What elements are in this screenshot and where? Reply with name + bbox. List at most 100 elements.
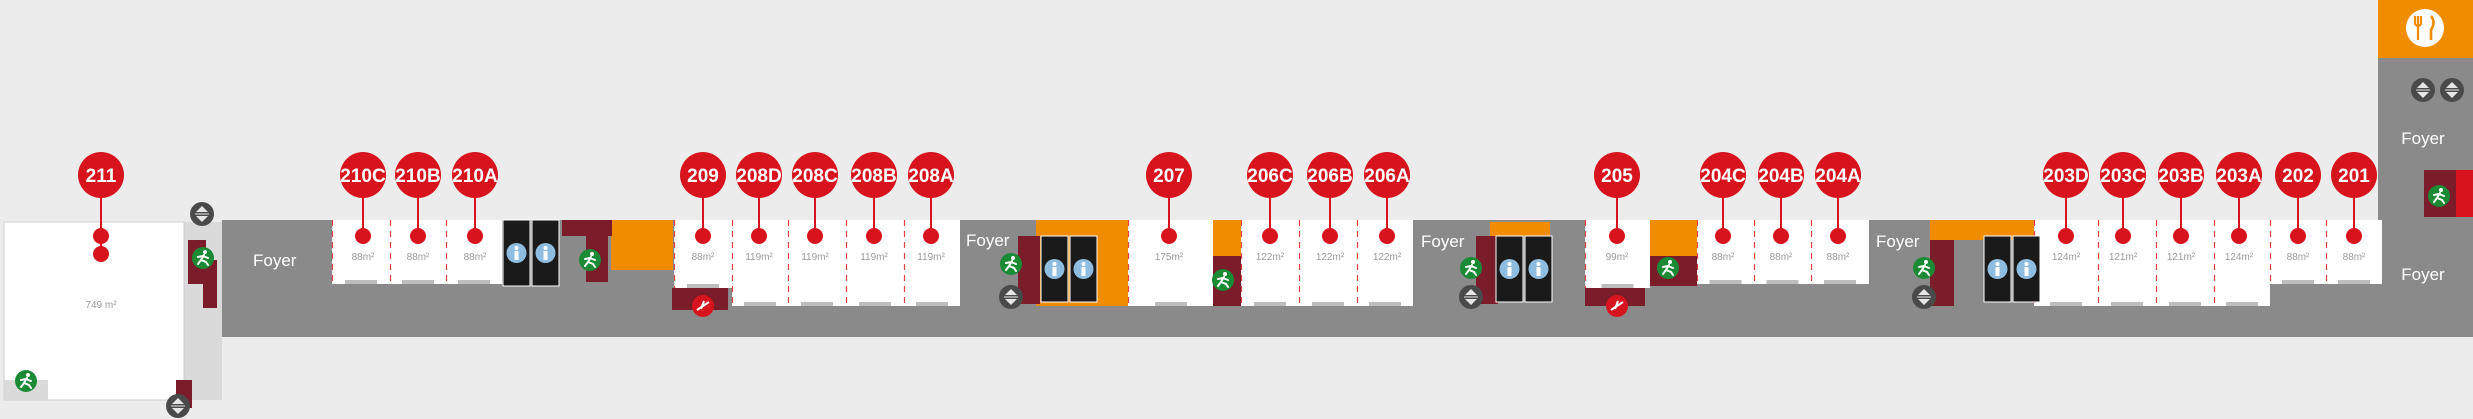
room-204c-door [1709, 280, 1742, 284]
room-208b-label: 208B [851, 166, 896, 187]
emergency-exit-icon [1212, 269, 1234, 291]
accessible-entrance-icon [692, 295, 714, 317]
room-203a-area: 124m² [2225, 252, 2254, 263]
room-208b-marker[interactable] [851, 152, 897, 198]
elevator-icon [1912, 285, 1936, 309]
room-208a-dot [923, 228, 939, 244]
room-204b-area: 88m² [1770, 252, 1793, 263]
room-203a-dot [2231, 228, 2247, 244]
room-204a-marker[interactable] [1815, 152, 1861, 198]
room-206a-marker[interactable] [1364, 152, 1410, 198]
room-204b-marker[interactable] [1758, 152, 1804, 198]
room-207-label: 207 [1153, 166, 1185, 187]
room-207-marker[interactable] [1146, 152, 1192, 198]
room-204c-marker[interactable] [1700, 152, 1746, 198]
restroom-icon [2012, 235, 2041, 303]
emergency-exit-icon [192, 247, 214, 269]
room-210c-dot [355, 228, 371, 244]
room-206b-dot [1322, 228, 1338, 244]
stair-block-6 [1018, 236, 1040, 304]
foyer-label-3: Foyer [1876, 232, 1920, 251]
room-208d-marker[interactable] [736, 152, 782, 198]
room-204c-dot [1715, 228, 1731, 244]
elevator-icon [999, 285, 1023, 309]
room-203b-dot [2173, 228, 2189, 244]
east-wing-lower [2378, 220, 2473, 337]
restaurant-icon [2406, 9, 2444, 47]
emergency-exit-icon [1460, 257, 1482, 279]
room-206b-marker[interactable] [1307, 152, 1353, 198]
room-208c-door [801, 302, 833, 306]
room-203b-door [2169, 302, 2201, 306]
room-210c-label: 210C [340, 166, 386, 187]
room-203d-marker[interactable] [2043, 152, 2089, 198]
service-core-4 [1650, 220, 1697, 256]
room-203c-marker[interactable] [2100, 152, 2146, 198]
emergency-exit-icon [1657, 257, 1679, 279]
elevator-icon [1459, 285, 1483, 309]
restroom-icon [1040, 235, 1069, 303]
room-204a-dot [1830, 228, 1846, 244]
room-209-marker[interactable] [680, 152, 726, 198]
room-203c-door [2111, 302, 2143, 306]
room-208c-marker[interactable] [792, 152, 838, 198]
room-203c-label: 203C [2100, 166, 2146, 187]
room-203b-label: 203B [2158, 166, 2203, 187]
room-203c-dot [2115, 228, 2131, 244]
room-201-marker[interactable] [2331, 152, 2377, 198]
room-203a-door [2226, 302, 2258, 306]
room-203c-area: 121m² [2109, 252, 2138, 263]
room-208b-dot [866, 228, 882, 244]
room-203b-marker[interactable] [2158, 152, 2204, 198]
room-210b-dot [410, 228, 426, 244]
room-206b-area: 122m² [1316, 252, 1345, 263]
room-201-dot [2346, 228, 2362, 244]
room-202-marker[interactable] [2275, 152, 2321, 198]
room-205-label: 205 [1601, 166, 1633, 187]
room-203d-area: 124m² [2052, 252, 2081, 263]
room-210a-label: 210A [452, 166, 498, 187]
room-208a-marker[interactable] [908, 152, 954, 198]
room-206c-marker[interactable] [1247, 152, 1293, 198]
emergency-exit-icon [15, 370, 37, 392]
service-core-3 [1490, 222, 1550, 236]
room-204c-label: 204C [1700, 166, 1746, 187]
accessible-entrance-icon [1606, 295, 1628, 317]
emergency-exit-icon [2428, 185, 2450, 207]
emergency-exit-icon [1000, 253, 1022, 275]
foyer-label-4: Foyer [2401, 129, 2445, 148]
room-206c-label: 206C [1247, 166, 1293, 187]
room-206b-label: 206B [1307, 166, 1352, 187]
room-206a-dot [1379, 228, 1395, 244]
room-205-area: 99m² [1606, 252, 1629, 263]
room-204a-door [1824, 280, 1856, 284]
room-204b-dot [1773, 228, 1789, 244]
restroom-icon [531, 219, 560, 287]
room-203b-area: 121m² [2167, 252, 2196, 263]
room-208b-area: 119m² [860, 252, 888, 263]
room-203d-door [2050, 302, 2082, 306]
elevator-icon [190, 202, 214, 226]
room-208c-dot [807, 228, 823, 244]
room-205-door [1601, 284, 1634, 288]
room-205-marker[interactable] [1594, 152, 1640, 198]
room-210b-marker[interactable] [395, 152, 441, 198]
room-210c-marker[interactable] [340, 152, 386, 198]
room-207-area: 175m² [1155, 252, 1184, 263]
stair-block-3 [203, 260, 217, 308]
stair-block-0 [562, 220, 612, 236]
restroom-icon [1069, 235, 1098, 303]
room-205-dot [1609, 228, 1625, 244]
foyer-label-0: Foyer [253, 251, 297, 270]
emergency-exit-icon [579, 249, 601, 271]
room-210a-marker[interactable] [452, 152, 498, 198]
room-211-marker[interactable] [78, 152, 124, 198]
room-204a-label: 204A [1815, 166, 1861, 187]
room-210a-area: 88m² [464, 252, 487, 263]
room-210b-label: 210B [395, 166, 440, 187]
room-208d-dot [751, 228, 767, 244]
room-210c-area: 88m² [352, 252, 375, 263]
room-210a-door [458, 280, 490, 284]
room-203a-marker[interactable] [2216, 152, 2262, 198]
services-layer [15, 9, 2464, 418]
